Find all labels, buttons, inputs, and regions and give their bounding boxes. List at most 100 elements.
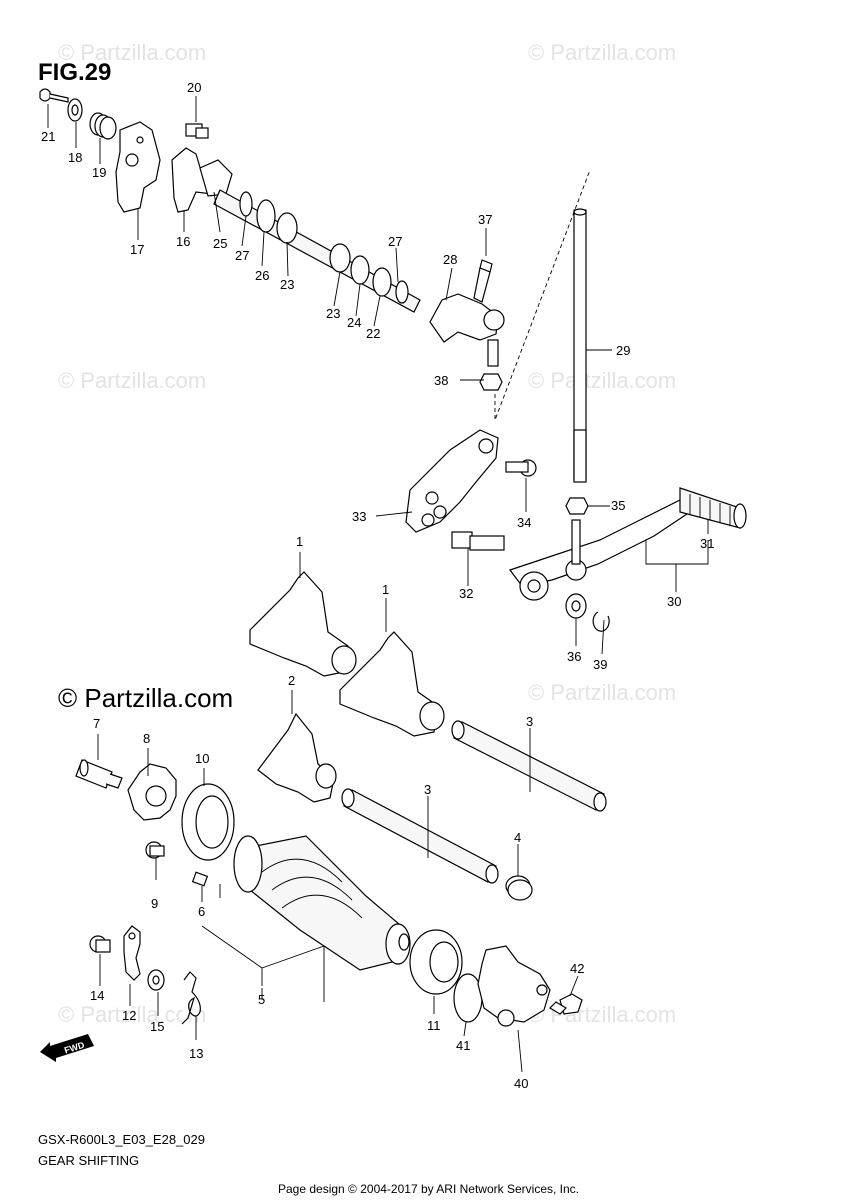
callout-26: 26 [255, 268, 269, 283]
watermark: © Partzilla.com [528, 680, 676, 705]
callout-40: 40 [514, 1076, 528, 1091]
leader-lines [47, 96, 709, 1073]
watermark: © Partzilla.com [528, 1002, 676, 1027]
callout-6: 6 [198, 904, 205, 919]
callout-15: 15 [150, 1019, 164, 1034]
callout-12: 12 [122, 1008, 136, 1023]
part-41-o-ring [453, 973, 483, 1023]
part-1-shift-fork [339, 631, 445, 737]
callout-14: 14 [90, 988, 104, 1003]
callout-18: 18 [68, 150, 82, 165]
callout-27: 27 [235, 248, 249, 263]
part-33-bracket [405, 429, 499, 533]
callout-7: 7 [93, 716, 100, 731]
callout-23: 23 [280, 277, 294, 292]
part-40-cam-stopper [477, 945, 551, 1027]
callout-37: 37 [478, 212, 492, 227]
part-10-bearing [181, 783, 235, 861]
part-38-nut [479, 373, 503, 391]
callout-4: 4 [514, 830, 521, 845]
callout-23: 23 [326, 306, 340, 321]
watermark-main: © Partzilla.com [58, 683, 233, 713]
callout-22: 22 [366, 326, 380, 341]
part-20-bolt [185, 123, 209, 139]
callout-16: 16 [176, 234, 190, 249]
callout-21: 21 [41, 129, 55, 144]
callout-34: 34 [517, 515, 531, 530]
part-11-bearing [409, 929, 463, 995]
diagram-code: GSX-R600L3_E03_E28_029 [38, 1132, 205, 1147]
part-17-plate [115, 121, 161, 213]
part-22-washer [372, 267, 392, 297]
part-35-nut [565, 497, 589, 515]
callout-5: 5 [258, 992, 265, 1007]
part-13-spring [181, 971, 201, 1025]
part-39-circlip [592, 611, 610, 632]
callout-3: 3 [526, 714, 533, 729]
part-1-shift-fork [249, 571, 357, 677]
part-6-pin [191, 871, 209, 887]
watermark: © Partzilla.com [58, 368, 206, 393]
callout-1: 1 [296, 534, 303, 549]
part-23-bushing [276, 212, 298, 244]
callouts: 21 18 19 17 20 16 25 27 26 23 23 24 22 2… [41, 80, 714, 1091]
fwd-arrow-icon: FWD [40, 1034, 94, 1062]
callout-32: 32 [459, 586, 473, 601]
callout-42: 42 [570, 961, 584, 976]
part-19-spring [89, 112, 117, 140]
watermark: © Partzilla.com [528, 40, 676, 65]
callout-10: 10 [195, 751, 209, 766]
part-9-bolt [145, 841, 165, 859]
callout-38: 38 [434, 373, 448, 388]
part-24-oil-seal [350, 255, 370, 285]
part-37-bolt [473, 259, 493, 303]
shift-shaft-assembly [39, 88, 591, 421]
part-4-cap [505, 875, 533, 901]
callout-1: 1 [382, 582, 389, 597]
callout-24: 24 [347, 315, 361, 330]
callout-31: 31 [700, 536, 714, 551]
part-15-washer [147, 969, 165, 991]
diagram-name: GEAR SHIFTING [38, 1153, 139, 1168]
watermark: © Partzilla.com [528, 368, 676, 393]
callout-36: 36 [567, 649, 581, 664]
callout-30: 30 [667, 594, 681, 609]
part-25-shift-pawl [199, 159, 233, 197]
page-credit: Page design © 2004-2017 by ARI Network S… [278, 1182, 579, 1196]
part-32-bolt [451, 531, 505, 551]
callout-27: 27 [388, 234, 402, 249]
watermark: © Partzilla.com [58, 1002, 206, 1027]
part-7-pin [75, 759, 123, 789]
part-27-circlip [395, 280, 409, 304]
part-14-bolt [89, 935, 111, 953]
callout-8: 8 [143, 731, 150, 746]
callout-35: 35 [611, 498, 625, 513]
part-34-bolt [505, 459, 537, 477]
part-31-lever-rubber [679, 487, 747, 529]
part-21-screw [39, 88, 69, 103]
part-8-gearshift-cam-plate [127, 763, 177, 821]
figure-title: FIG.29 [38, 59, 111, 86]
callout-17: 17 [130, 242, 144, 257]
callout-41: 41 [456, 1038, 470, 1053]
part-12-cam-stopper-plate [123, 925, 141, 981]
callout-11: 11 [427, 1018, 441, 1033]
callout-13: 13 [189, 1046, 203, 1061]
callout-20: 20 [187, 80, 201, 95]
part-5-gearshift-cam [233, 835, 411, 971]
callout-19: 19 [92, 165, 106, 180]
part-3-fork-shaft [341, 788, 499, 884]
callout-2: 2 [288, 673, 295, 688]
part-30-gearshift-lever [509, 499, 691, 601]
callout-39: 39 [593, 657, 607, 672]
watermark: © Partzilla.com [58, 40, 206, 65]
callout-28: 28 [443, 252, 457, 267]
callout-25: 25 [213, 236, 227, 251]
part-42-screw [549, 993, 583, 1015]
part-26-washer [256, 199, 276, 233]
callout-3: 3 [424, 782, 431, 797]
callout-29: 29 [616, 343, 630, 358]
part-3-fork-shaft [451, 720, 607, 812]
part-2-shift-fork [257, 712, 337, 803]
